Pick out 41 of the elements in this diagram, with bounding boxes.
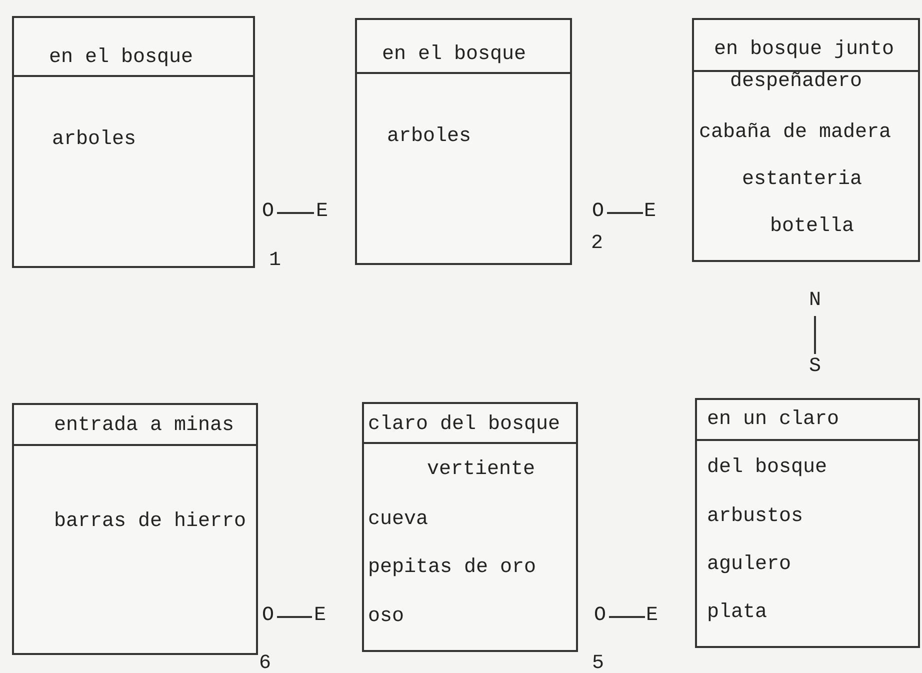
room-item: botella <box>770 215 854 239</box>
room-item: agulero <box>707 553 792 577</box>
room-item: arbustos <box>707 505 804 529</box>
room-box <box>695 398 920 648</box>
direction-letter: O <box>262 604 274 628</box>
room-item: barras de hierro <box>54 510 246 534</box>
room-item: cabaña de madera <box>699 121 892 145</box>
room-item: oso <box>368 605 404 629</box>
room-item: despeñadero <box>730 70 862 94</box>
room-box <box>692 18 920 262</box>
direction-letter: O <box>592 200 604 224</box>
room-box <box>355 18 572 265</box>
direction-letter: E <box>316 200 328 224</box>
direction-letter: E <box>644 200 656 224</box>
direction-letter: O <box>594 604 606 628</box>
room-title: en el bosque <box>382 43 526 67</box>
room-item: pepitas de oro <box>368 556 536 580</box>
room-item: plata <box>707 601 768 625</box>
room-box <box>362 402 578 652</box>
room-title: en un claro <box>707 408 840 432</box>
room-title: en el bosque <box>49 46 194 70</box>
room-item: del bosque <box>707 456 828 480</box>
room-title: entrada a minas <box>54 414 234 438</box>
room-number: 6 <box>259 652 272 673</box>
direction-letter: S <box>809 355 822 379</box>
room-title: claro del bosque <box>368 413 560 437</box>
room-item: vertiente <box>427 458 536 482</box>
room-box <box>12 16 255 268</box>
direction-letter: O <box>262 200 274 224</box>
direction-letter: N <box>809 289 822 313</box>
room-title: en bosque junto <box>714 38 894 62</box>
room-item: estanteria <box>742 168 862 192</box>
room-item: arboles <box>52 128 136 152</box>
room-item: arboles <box>387 125 472 149</box>
room-number: 5 <box>592 652 604 673</box>
direction-letter: E <box>314 604 326 628</box>
room-box <box>12 403 258 655</box>
direction-letter: E <box>646 604 658 628</box>
room-number: 2 <box>591 232 604 256</box>
room-item: cueva <box>368 508 428 532</box>
room-number: 1 <box>269 249 282 273</box>
